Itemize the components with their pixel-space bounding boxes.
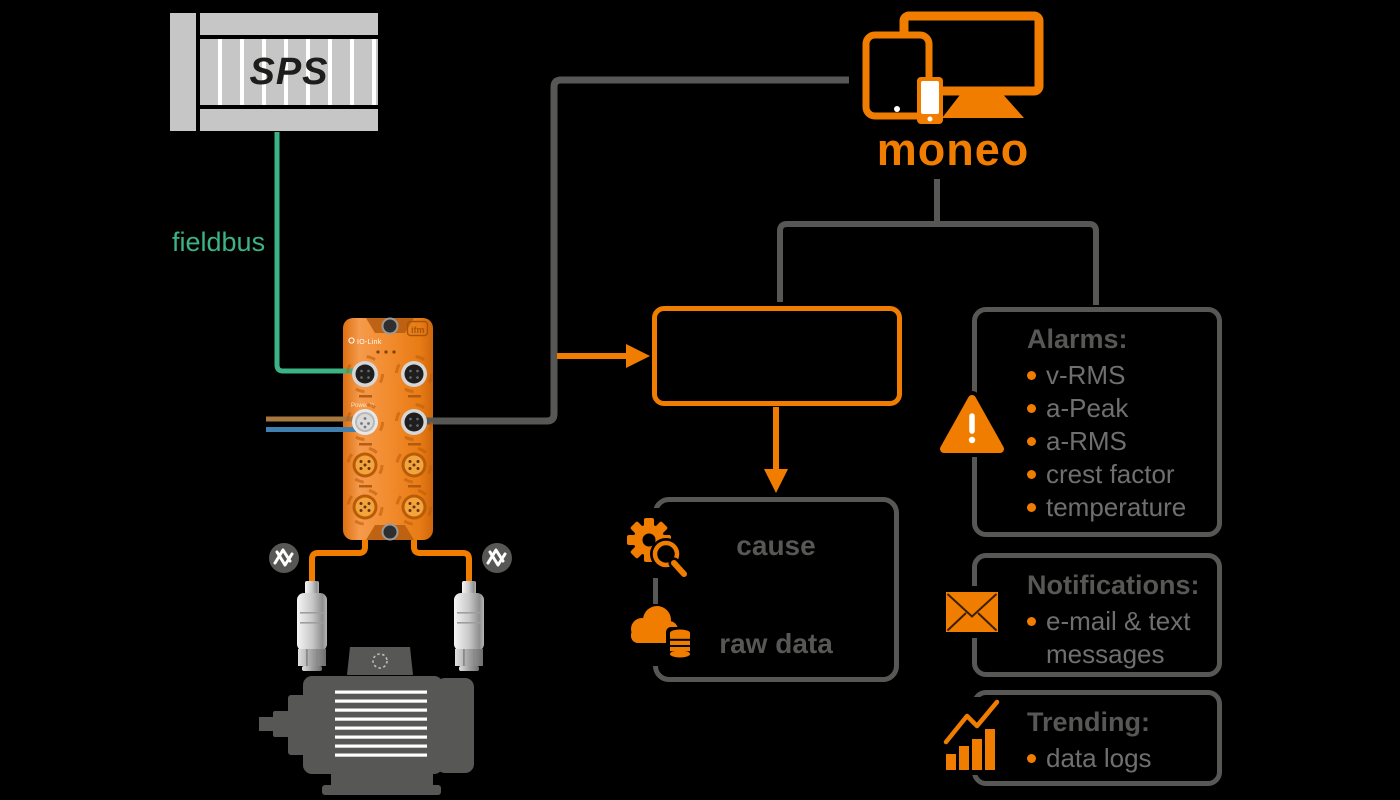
fieldbus-line	[274, 132, 353, 374]
port-x32	[395, 446, 433, 488]
bullet-dot	[1027, 754, 1036, 763]
sensor-cable-right	[411, 512, 472, 581]
bullet-dot	[1027, 503, 1036, 512]
alarm-item: a-Peak	[1027, 392, 1209, 425]
alarm-item: crest factor	[1027, 458, 1209, 491]
alarm-item: v-RMS	[1027, 359, 1209, 392]
module-top-mount-hole	[381, 317, 399, 335]
port-x41	[346, 488, 384, 526]
port-x31	[346, 446, 384, 488]
ifm-logo-frame	[406, 320, 429, 337]
alarm-item-label: v-RMS	[1046, 360, 1126, 390]
moneo-branch-bracket	[777, 179, 1099, 305]
notification-item: e-mail & text messages	[1027, 605, 1209, 671]
bullet-dot	[1027, 470, 1036, 479]
cause-label: cause	[736, 530, 816, 561]
plc-label: SPS	[249, 50, 329, 93]
port-x22	[395, 355, 433, 398]
port-x21	[346, 355, 384, 398]
bullet-dot	[1027, 437, 1036, 446]
notifications-title: Notifications:	[1027, 570, 1200, 600]
motor-fins	[335, 690, 427, 757]
alarms-panel: Alarms: v-RMS a-Peak a-RMS crest factor …	[972, 307, 1222, 537]
alarm-item: temperature	[1027, 491, 1209, 524]
alarm-item-label: a-Peak	[1046, 393, 1129, 423]
vibration-sensor-left	[297, 581, 327, 671]
module-led	[392, 350, 396, 354]
arrow-to-analysis-head	[626, 344, 650, 368]
arrow-to-cause-head	[764, 469, 788, 493]
plc-rack-column	[170, 13, 196, 131]
moneo-devices	[862, 11, 1044, 124]
ifm-logo-text: ifm	[411, 325, 425, 335]
plc-rack-top	[200, 13, 378, 35]
module-ports	[346, 355, 433, 526]
bullet-dot	[1027, 617, 1036, 626]
io-link-label: IO-Link	[357, 339, 382, 346]
analysis-box	[652, 306, 902, 406]
ethernet-line-to-moneo	[419, 76, 849, 425]
alarm-item-label: crest factor	[1046, 459, 1175, 489]
cause-raw-data-box: cause raw data	[653, 497, 899, 682]
module-bottom-mount-hole	[381, 523, 399, 541]
electric-motor	[259, 647, 474, 795]
moneo-wordmark: moneo	[876, 124, 1030, 175]
monitor-stand	[942, 91, 1024, 118]
trending-title: Trending:	[1027, 707, 1150, 737]
alarm-item-label: a-RMS	[1046, 426, 1127, 456]
power-in-label: Power in	[351, 403, 374, 409]
sensor-cable-left	[309, 512, 368, 581]
motor-terminal-cap	[372, 653, 388, 669]
notifications-panel: Notifications: e-mail & text messages	[972, 553, 1222, 677]
bullet-dot	[1027, 404, 1036, 413]
phone-home-button	[927, 116, 933, 122]
trending-item-label: data logs	[1046, 743, 1152, 773]
port-x42	[395, 488, 433, 526]
plc-rack-bottom	[200, 109, 378, 131]
vibration-sensor-right	[454, 581, 484, 671]
port-x1-out	[395, 403, 433, 446]
port-power-in	[346, 403, 384, 446]
raw-data-label: raw data	[719, 628, 833, 659]
bullet-dot	[1027, 371, 1036, 380]
tablet-home-button	[894, 106, 900, 112]
module-led	[384, 350, 388, 354]
phone-screen	[921, 81, 939, 114]
trending-panel: Trending: data logs	[972, 690, 1222, 786]
io-link-symbol	[348, 337, 355, 344]
plc-rack-slats	[200, 39, 378, 105]
trending-item: data logs	[1027, 742, 1209, 775]
alarm-item-label: temperature	[1046, 492, 1187, 522]
module-led	[376, 350, 380, 354]
alarms-title: Alarms:	[1027, 324, 1128, 354]
plc-box: SPS	[170, 13, 378, 131]
tablet-icon	[862, 31, 933, 120]
fieldbus-label: fieldbus	[172, 227, 266, 257]
notification-item-label: e-mail & text messages	[1046, 606, 1191, 669]
alarm-item: a-RMS	[1027, 425, 1209, 458]
